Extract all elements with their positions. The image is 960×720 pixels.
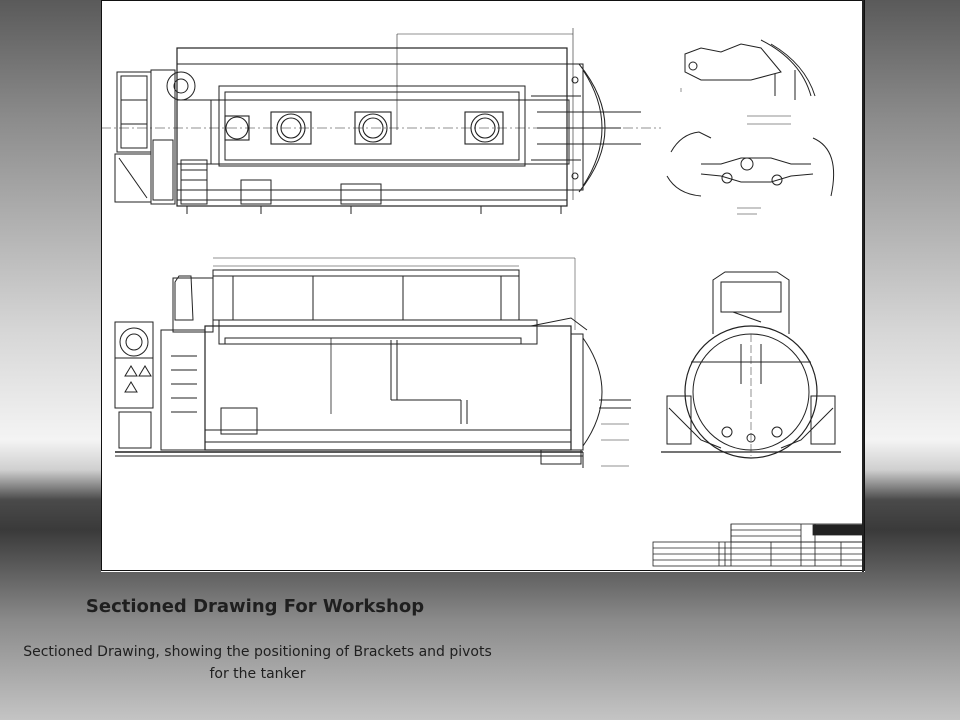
- detail-view-a: [680, 39, 816, 125]
- end-elevation: [661, 271, 841, 459]
- detail-view-b: [666, 131, 835, 215]
- slide-description: Sectioned Drawing, showing the positioni…: [23, 644, 492, 682]
- drawing-sheet: [101, 0, 865, 572]
- technical-drawing: [101, 0, 865, 572]
- title-block: [652, 523, 864, 567]
- slide-title: Sectioned Drawing For Workshop: [85, 596, 425, 617]
- plan-view: [101, 28, 661, 214]
- side-elevation: [114, 257, 631, 468]
